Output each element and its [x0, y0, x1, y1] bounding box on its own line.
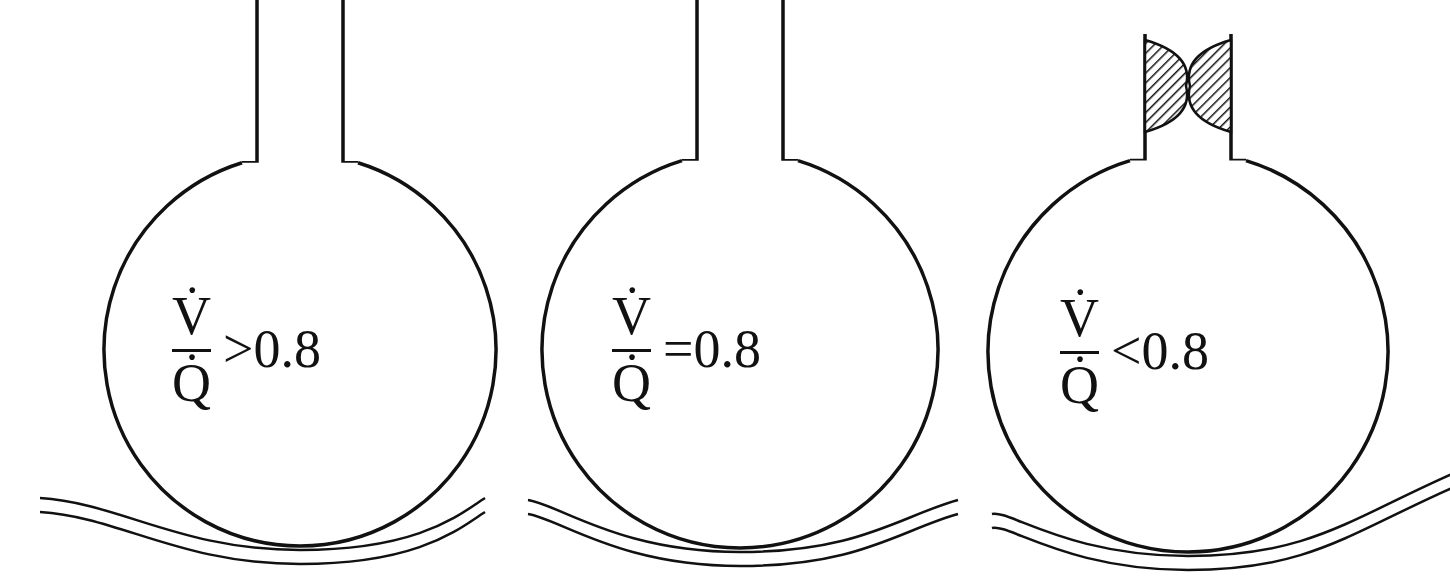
airway-wall	[1130, 34, 1145, 161]
airway-wall	[343, 0, 358, 163]
airway-wall	[242, 0, 257, 163]
ventilation-symbol: V̇	[172, 287, 211, 348]
perfusion-symbol: Q̇	[1060, 351, 1099, 415]
alveolus-circle: V̇Q̇=0.8	[538, 148, 942, 552]
alveolus-wall	[104, 163, 496, 546]
ratio-value: =0.8	[663, 320, 761, 379]
airway-wall	[1231, 34, 1246, 161]
ratio-fraction: V̇Q̇	[172, 287, 211, 413]
ventilation-symbol: V̇	[1060, 289, 1099, 350]
ratio-fraction: V̇Q̇	[612, 287, 651, 413]
alveolus-wall	[988, 161, 1388, 552]
ratio-label: V̇Q̇<0.8	[1060, 289, 1209, 415]
alveolus-wall	[542, 161, 938, 548]
alveolus-circle: V̇Q̇<0.8	[984, 148, 1392, 556]
ventilation-symbol: V̇	[612, 287, 651, 348]
ratio-value: <0.8	[1111, 322, 1209, 381]
perfusion-symbol: Q̇	[612, 349, 651, 413]
airway-obstruction	[1189, 40, 1231, 132]
airway-obstruction	[1145, 40, 1187, 132]
ratio-label: V̇Q̇>0.8	[172, 287, 321, 413]
airway-wall	[783, 0, 798, 161]
ratio-fraction: V̇Q̇	[1060, 289, 1099, 415]
ratio-value: >0.8	[223, 320, 321, 379]
alveolus-circle: V̇Q̇>0.8	[100, 150, 500, 550]
perfusion-symbol: Q̇	[172, 349, 211, 413]
ratio-label: V̇Q̇=0.8	[612, 287, 761, 413]
airway-wall	[682, 0, 697, 161]
